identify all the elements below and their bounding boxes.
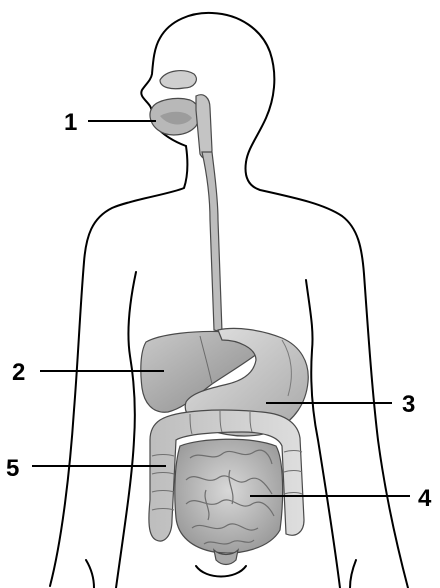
label-5: 5 [6, 455, 19, 482]
left-torso-side [116, 272, 136, 588]
pharynx [196, 95, 212, 159]
label-3: 3 [402, 391, 415, 418]
nasal-cavity [160, 71, 196, 89]
esophagus [202, 152, 222, 332]
left-inner-arm [86, 560, 94, 588]
label-1: 1 [64, 109, 77, 136]
label-4: 4 [418, 485, 432, 512]
right-inner-arm [350, 560, 356, 588]
right-torso-side [306, 280, 340, 588]
pelvis-curve [196, 566, 246, 577]
upper-digestive-tract [150, 71, 222, 332]
label-2: 2 [12, 359, 25, 386]
